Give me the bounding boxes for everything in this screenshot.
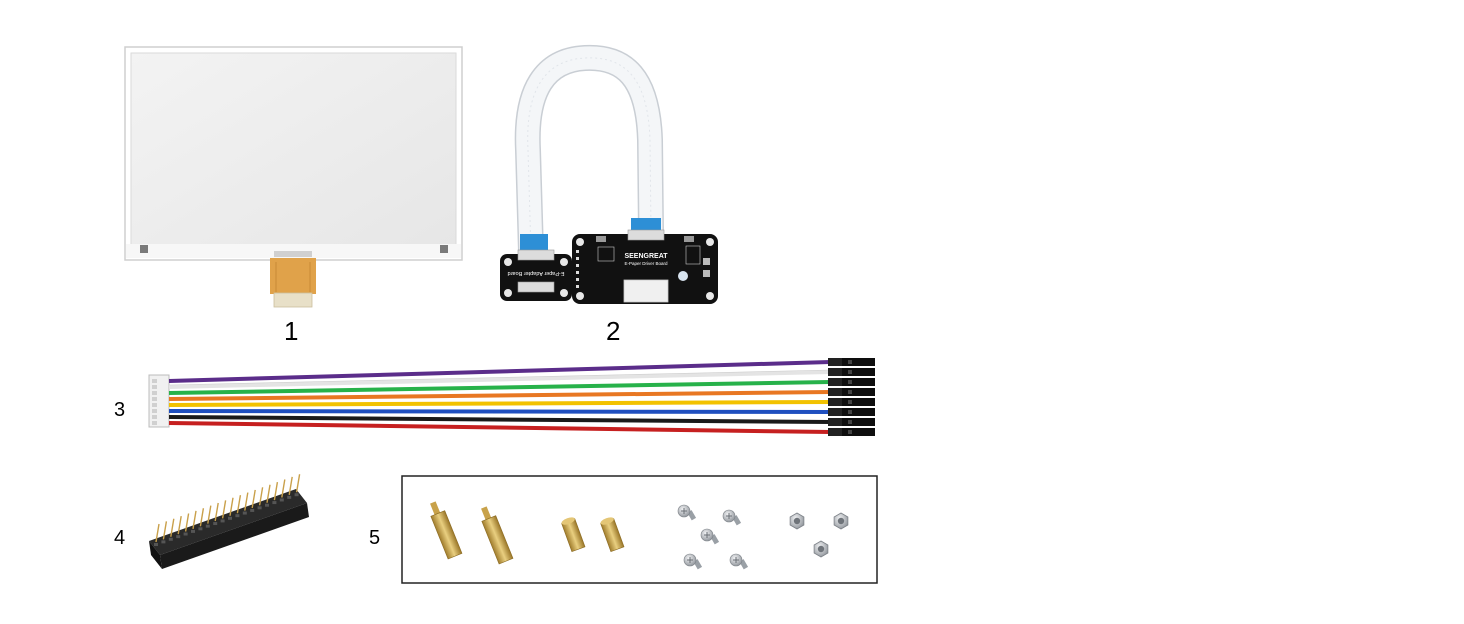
dupont-connector — [828, 408, 875, 416]
header-pin — [295, 474, 301, 493]
dupont-connector — [828, 358, 875, 366]
header-pin — [273, 481, 279, 501]
dupont-connector — [828, 428, 875, 436]
jumper-wire — [168, 370, 831, 389]
jumper-wire — [168, 380, 831, 395]
epaper-display-panel — [124, 46, 463, 308]
dupont-connector — [828, 388, 875, 396]
dupont-connector — [828, 378, 875, 386]
item-number-5: 5 — [369, 527, 381, 549]
header-pin — [170, 518, 175, 537]
header-pin — [214, 502, 219, 522]
adapter-board: E-Paper Adapter Board — [500, 249, 572, 301]
driver-board-label: E-Paper Driver Board — [624, 261, 668, 266]
short-standoff-right — [600, 517, 625, 552]
jumper-cable-bundle — [148, 358, 875, 436]
dupont-connector — [828, 368, 875, 376]
header-pin — [266, 484, 271, 503]
jumper-wire — [168, 421, 831, 434]
header-pin — [184, 513, 190, 532]
jumper-wire — [168, 390, 831, 401]
jumper-wire — [168, 415, 831, 424]
header-pin — [192, 510, 197, 530]
ribbon-tip-left — [520, 234, 548, 252]
driver-board-brand: SEENGREAT — [624, 253, 668, 260]
header-pin — [155, 523, 160, 543]
header-pin — [236, 495, 242, 514]
screw — [729, 553, 749, 570]
item-number-3: 3 — [114, 399, 126, 421]
hex-nut — [833, 512, 849, 530]
header-pin — [221, 500, 227, 519]
hex-nut — [789, 512, 805, 530]
header-pin — [177, 516, 182, 535]
hardware-kit-box — [401, 475, 878, 584]
ribbon-cable — [514, 44, 664, 253]
header-pin — [207, 505, 212, 524]
screw — [683, 553, 703, 570]
header-pin — [288, 476, 293, 495]
pin-connector — [623, 279, 669, 303]
screw — [722, 509, 742, 526]
driver-board: SEENGREAT E-Paper Driver Board — [572, 229, 718, 304]
long-standoff-left — [430, 501, 463, 560]
header-pin — [244, 492, 249, 511]
screw — [700, 528, 720, 545]
header-pin — [162, 521, 168, 540]
female-pin-header — [149, 474, 309, 569]
corner-mark-right — [440, 245, 448, 253]
screw — [677, 504, 697, 521]
header-pin — [199, 508, 205, 527]
dupont-connector — [828, 418, 875, 426]
item-number-4: 4 — [114, 527, 126, 549]
dupont-connector — [828, 398, 875, 406]
item-number-2: 2 — [606, 316, 621, 346]
header-pin — [258, 487, 264, 506]
item-number-1: 1 — [284, 316, 299, 346]
long-standoff-right — [481, 506, 514, 565]
header-pin — [281, 479, 286, 498]
jumper-wire — [168, 409, 831, 414]
adapter-board-label: E-Paper Adapter Board — [508, 270, 565, 276]
corner-mark-left — [140, 245, 148, 253]
hex-nut — [813, 540, 829, 558]
jumper-wire — [168, 360, 831, 383]
header-pin — [229, 497, 234, 516]
fpc-tail — [270, 258, 316, 294]
header-pin — [251, 489, 256, 509]
jumper-wire — [168, 400, 831, 407]
short-standoff-left — [561, 517, 586, 552]
